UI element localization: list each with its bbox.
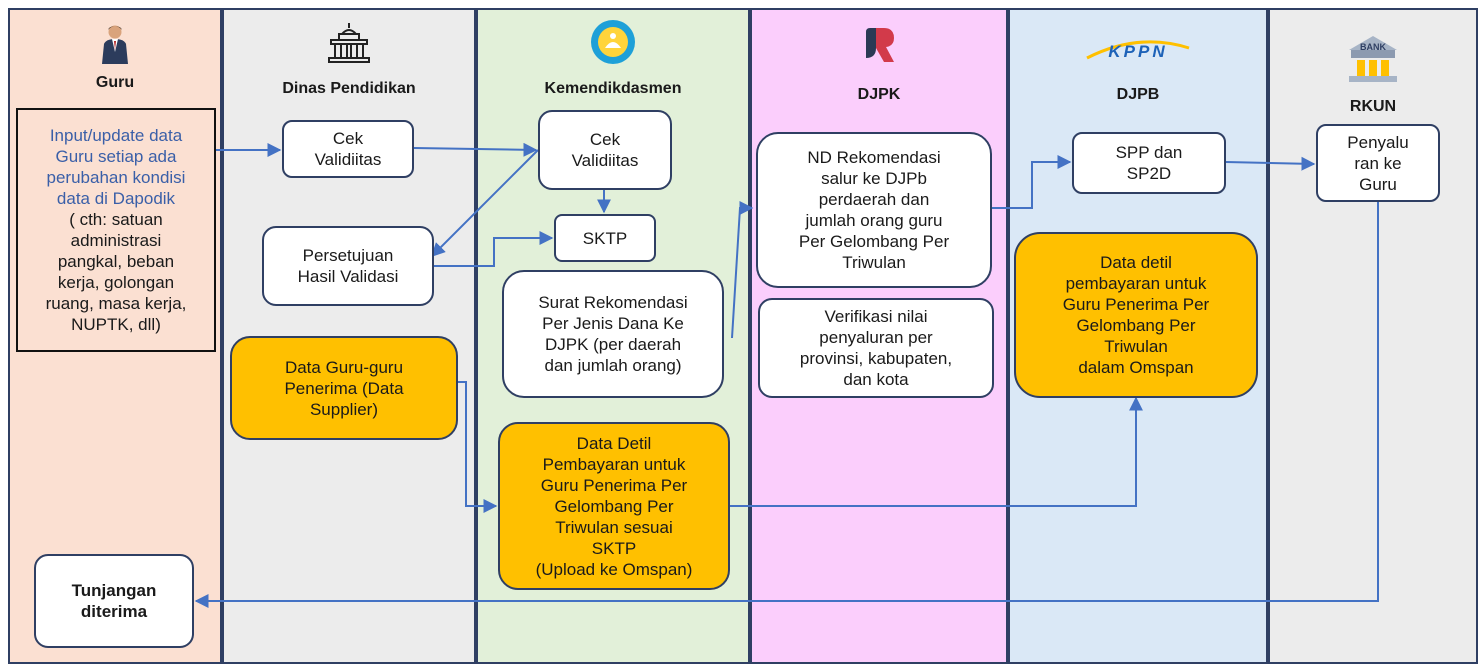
persetujuan-hasil-validasi-box: Persetujuan Hasil Validasi <box>262 226 434 306</box>
arrow-spp-to-penyaluran <box>1225 156 1316 171</box>
arrow-detil-to-omspan <box>730 396 1143 507</box>
cek-validitas-dinas-box: Cek Validiitas <box>282 120 414 178</box>
government-building-icon <box>328 23 370 63</box>
verifikasi-nilai-box: Verifikasi nilai penyaluran per provinsi… <box>758 298 994 398</box>
bank-icon-label: BANK <box>1360 42 1386 52</box>
kemendikdasmen-logo-icon <box>591 20 635 64</box>
nd-rekomendasi-box: ND Rekomendasi salur ke DJPb perdaerah d… <box>756 132 992 288</box>
arrow-cek-dinas-to-cek-kemen <box>413 142 538 157</box>
lane-title: Dinas Pendidikan <box>282 80 416 97</box>
teacher-icon <box>102 25 128 64</box>
tunjangan-diterima-box: Tunjangan diterima <box>34 554 194 648</box>
arrow-cek-kemen-to-persetujuan <box>431 149 539 257</box>
arrow-data-guru-to-detil <box>458 381 498 513</box>
surat-rekomendasi-box: Surat Rekomendasi Per Jenis Dana Ke DJPK… <box>502 270 724 398</box>
bank-icon: BANK <box>1345 34 1401 86</box>
lane-rkun: BANK RKUN <box>1268 8 1478 664</box>
lane-title: DJPK <box>857 86 901 103</box>
kppn-logo-text: KPPN <box>1108 42 1168 61</box>
input-data-guru-box: Input/update data Guru setiap ada peruba… <box>16 108 216 352</box>
data-detil-omspan-box: Data detil pembayaran untuk Guru Penerim… <box>1014 232 1258 398</box>
cek-validitas-kemen-box: Cek Validiitas <box>538 110 672 190</box>
lane-title: Guru <box>95 74 135 91</box>
lane-title: RKUN <box>1349 98 1397 115</box>
kppn-logo-icon: KPPN <box>1083 38 1193 64</box>
lane-title: DJPB <box>1116 86 1160 103</box>
input-data-guru-examples: ( cth: satuan administrasi pangkal, beba… <box>45 210 187 334</box>
input-data-guru-text: Input/update data Guru setiap ada peruba… <box>46 126 186 208</box>
djpk-logo-icon <box>866 28 894 62</box>
arrow-persetujuan-to-sktp <box>432 231 554 267</box>
sktp-box: SKTP <box>554 214 656 262</box>
penyaluran-ke-guru-box: Penyalu ran ke Guru <box>1316 124 1440 202</box>
arrow-nd-to-spp <box>992 155 1072 209</box>
spp-sp2d-box: SPP dan SP2D <box>1072 132 1226 194</box>
arrow-penyaluran-to-tunjangan <box>194 200 1379 608</box>
lane-title: Kemendikdasmen <box>544 80 682 97</box>
arrow-surat-to-nd <box>731 201 754 339</box>
data-detil-pembayaran-kemen-box: Data Detil Pembayaran untuk Guru Penerim… <box>498 422 730 590</box>
data-guru-penerima-box: Data Guru-guru Penerima (Data Supplier) <box>230 336 458 440</box>
